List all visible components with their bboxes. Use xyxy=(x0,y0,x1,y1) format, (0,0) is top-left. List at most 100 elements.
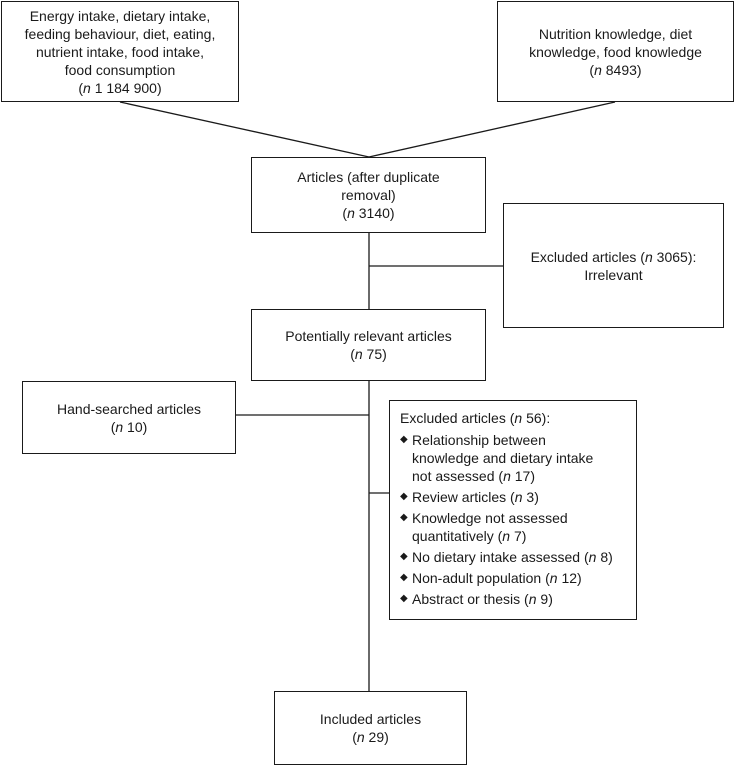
n-symbol: n xyxy=(644,248,653,265)
reason-tail: ) xyxy=(534,489,539,505)
reason-line: Relationship between xyxy=(412,432,546,448)
search-terms-dietary-box: Energy intake, dietary intake, feeding b… xyxy=(1,1,239,102)
box-count-line: (n 29) xyxy=(352,729,389,745)
reason-text: Relationship between knowledge and dieta… xyxy=(412,431,593,485)
n-symbol: n xyxy=(549,570,558,586)
count-value: 10 xyxy=(127,418,143,435)
list-item: ◆ Abstract or thesis (n 9) xyxy=(400,590,636,608)
n-symbol: n xyxy=(502,528,511,544)
count-value: 3 xyxy=(526,489,535,505)
reason-text: Knowledge not assessed quantitatively (n… xyxy=(412,509,568,545)
box-count-line: (n 3140) xyxy=(342,205,395,221)
box-text-line: Excluded articles (n 3065): xyxy=(531,248,697,266)
reason-line: Non-adult population (n 12) xyxy=(412,569,582,587)
reason-text: Abstract or thesis (n 9) xyxy=(412,590,553,608)
diamond-bullet-icon: ◆ xyxy=(400,551,408,562)
box-text-line: Hand-searched articles xyxy=(57,400,201,417)
box-text-line: Articles (after duplicate xyxy=(297,169,440,185)
reason-text: No dietary intake assessed (n 8) xyxy=(412,548,613,566)
n-symbol: n xyxy=(347,205,355,221)
reason-line: Abstract or thesis (n 9) xyxy=(412,590,553,608)
n-symbol: n xyxy=(594,61,602,78)
reason-tail: ) xyxy=(530,468,535,484)
box-count-line: (n 10) xyxy=(110,418,148,435)
reason-text: Review articles (n 3) xyxy=(412,488,539,506)
diamond-bullet-icon: ◆ xyxy=(400,512,408,523)
excluded-reasons-heading: Excluded articles (n 56): xyxy=(400,409,636,427)
diamond-bullet-icon: ◆ xyxy=(400,593,408,604)
label-prefix: Excluded articles ( xyxy=(400,410,515,426)
box-text-line: Nutrition knowledge, diet xyxy=(538,25,693,42)
excluded-reasons-box: Excluded articles (n 56): ◆ Relationship… xyxy=(389,400,637,620)
box-count-line: (n 1 184 900) xyxy=(78,79,162,96)
list-item: ◆ Non-adult population (n 12) xyxy=(400,569,636,587)
search-terms-knowledge-box: Nutrition knowledge, diet knowledge, foo… xyxy=(497,1,734,102)
n-symbol: n xyxy=(115,418,124,435)
connector-nutrition-to-merge xyxy=(368,101,616,158)
n-symbol: n xyxy=(514,489,523,505)
reason-line: No dietary intake assessed (n 8) xyxy=(412,548,613,566)
connector-energy-to-merge xyxy=(119,101,370,158)
reason-tail: ) xyxy=(577,570,582,586)
label-suffix: ): xyxy=(687,248,697,265)
count-value: 17 xyxy=(514,468,531,484)
reason-label: Non-adult population ( xyxy=(412,570,550,586)
reason-label: No dietary intake assessed ( xyxy=(412,549,589,565)
count-value: 9 xyxy=(540,591,549,607)
reason-label: Abstract or thesis ( xyxy=(412,591,529,607)
box-text-line: feeding behaviour, diet, eating, xyxy=(24,25,216,42)
box-text-line: removal) xyxy=(341,187,396,203)
box-text-line: food consumption xyxy=(64,61,176,78)
reason-label: Review articles ( xyxy=(412,489,515,505)
count-value: 75 xyxy=(366,346,383,362)
box-text-line: Irrelevant xyxy=(584,266,643,283)
diamond-bullet-icon: ◆ xyxy=(400,434,408,445)
reason-text: Non-adult population (n 12) xyxy=(412,569,582,587)
list-item: ◆ No dietary intake assessed (n 8) xyxy=(400,548,636,566)
n-symbol: n xyxy=(588,549,597,565)
box-text-line: knowledge, food knowledge xyxy=(529,43,702,60)
reason-tail: ) xyxy=(548,591,553,607)
reason-line: Knowledge not assessed xyxy=(412,510,568,526)
box-text-line: Potentially relevant articles xyxy=(285,328,452,344)
count-value: 8 xyxy=(600,549,609,565)
reason-tail: ) xyxy=(521,528,527,544)
count-value: 29 xyxy=(368,729,385,745)
n-symbol: n xyxy=(354,346,363,362)
box-text-line: Energy intake, dietary intake, xyxy=(29,7,211,24)
n-symbol: n xyxy=(503,468,511,484)
count-value: 1 184 900 xyxy=(94,79,157,96)
label-prefix: Excluded articles ( xyxy=(530,248,645,265)
box-text-line: Included articles xyxy=(319,711,422,727)
articles-after-dedup-box: Articles (after duplicate removal) (n 31… xyxy=(251,157,486,233)
n-symbol: n xyxy=(356,729,365,745)
count-value: 12 xyxy=(561,570,578,586)
exclusion-reason-list: ◆ Relationship between knowledge and die… xyxy=(400,431,636,608)
list-item: ◆ Knowledge not assessed quantitatively … xyxy=(400,509,636,545)
reason-line: quantitatively (n 7) xyxy=(412,527,568,545)
reason-line: knowledge and dietary intake xyxy=(412,450,594,466)
hand-searched-box: Hand-searched articles (n 10) xyxy=(22,381,236,454)
count-value: 3140 xyxy=(358,205,390,221)
n-symbol: n xyxy=(514,410,523,426)
included-articles-box: Included articles (n 29) xyxy=(274,691,467,765)
label-suffix: ): xyxy=(541,410,551,426)
count-value: 56 xyxy=(526,410,542,426)
reason-label: not assessed ( xyxy=(412,468,504,484)
box-count-line: (n 8493) xyxy=(589,61,642,78)
box-text-line: nutrient intake, food intake, xyxy=(35,43,205,60)
count-value: 7 xyxy=(513,528,522,544)
reason-tail: ) xyxy=(608,549,613,565)
reason-label: quantitatively ( xyxy=(412,528,503,544)
n-symbol: n xyxy=(528,591,537,607)
reason-line: not assessed (n 17) xyxy=(412,467,593,485)
excluded-irrelevant-box: Excluded articles (n 3065): Irrelevant xyxy=(503,203,724,328)
n-symbol: n xyxy=(83,79,91,96)
list-item: ◆ Relationship between knowledge and die… xyxy=(400,431,636,485)
diamond-bullet-icon: ◆ xyxy=(400,491,408,502)
reason-line: Review articles (n 3) xyxy=(412,488,539,506)
diamond-bullet-icon: ◆ xyxy=(400,572,408,583)
potentially-relevant-box: Potentially relevant articles (n 75) xyxy=(251,309,486,381)
count-value: 3065 xyxy=(656,248,688,265)
